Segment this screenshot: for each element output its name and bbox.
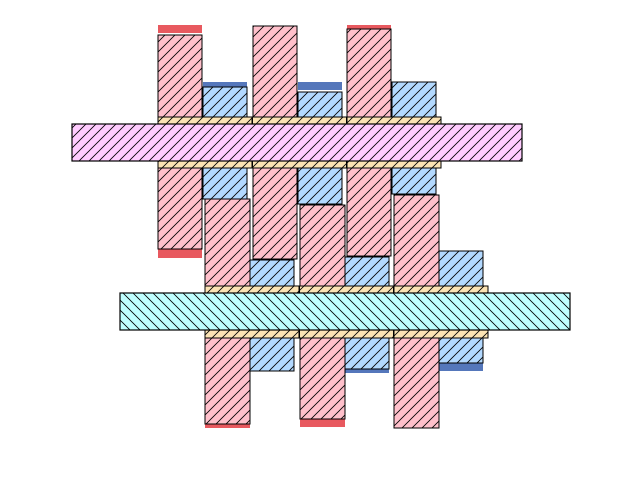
blue-bar-cap	[203, 82, 247, 90]
red-bar-cap	[158, 249, 202, 258]
pink-bar	[299, 204, 346, 287]
red-bar-cap	[158, 25, 202, 33]
connector-strip	[299, 329, 394, 339]
pink-bar	[204, 198, 251, 287]
pink-bar	[157, 167, 203, 250]
blue-bar	[202, 86, 248, 118]
pink-bar	[393, 194, 440, 287]
pink-bar	[204, 337, 251, 425]
blue-bar-cap	[439, 362, 483, 371]
pink-bar	[393, 337, 440, 429]
blue-bar	[344, 256, 390, 287]
blue-bar	[249, 259, 295, 287]
blue-bar	[202, 167, 248, 200]
blue-bar	[438, 337, 484, 364]
pink-bar	[252, 25, 298, 118]
magenta-horizontal-bar	[71, 123, 523, 162]
blue-bar	[391, 167, 437, 195]
red-bar-cap	[300, 419, 345, 427]
blue-bar	[438, 250, 484, 287]
blue-bar	[249, 337, 295, 372]
blue-bar	[297, 91, 343, 118]
pink-bar	[252, 167, 298, 260]
blue-bar	[391, 81, 437, 118]
blue-bar	[344, 337, 390, 370]
cyan-horizontal-bar	[119, 292, 571, 331]
pink-bar	[157, 34, 203, 118]
blue-bar-cap	[298, 82, 342, 90]
blue-bar	[297, 167, 343, 205]
pink-bar	[299, 337, 346, 420]
pink-bar	[346, 28, 392, 118]
connector-strip	[393, 329, 489, 339]
pink-bar	[346, 167, 392, 257]
connector-strip	[204, 329, 300, 339]
